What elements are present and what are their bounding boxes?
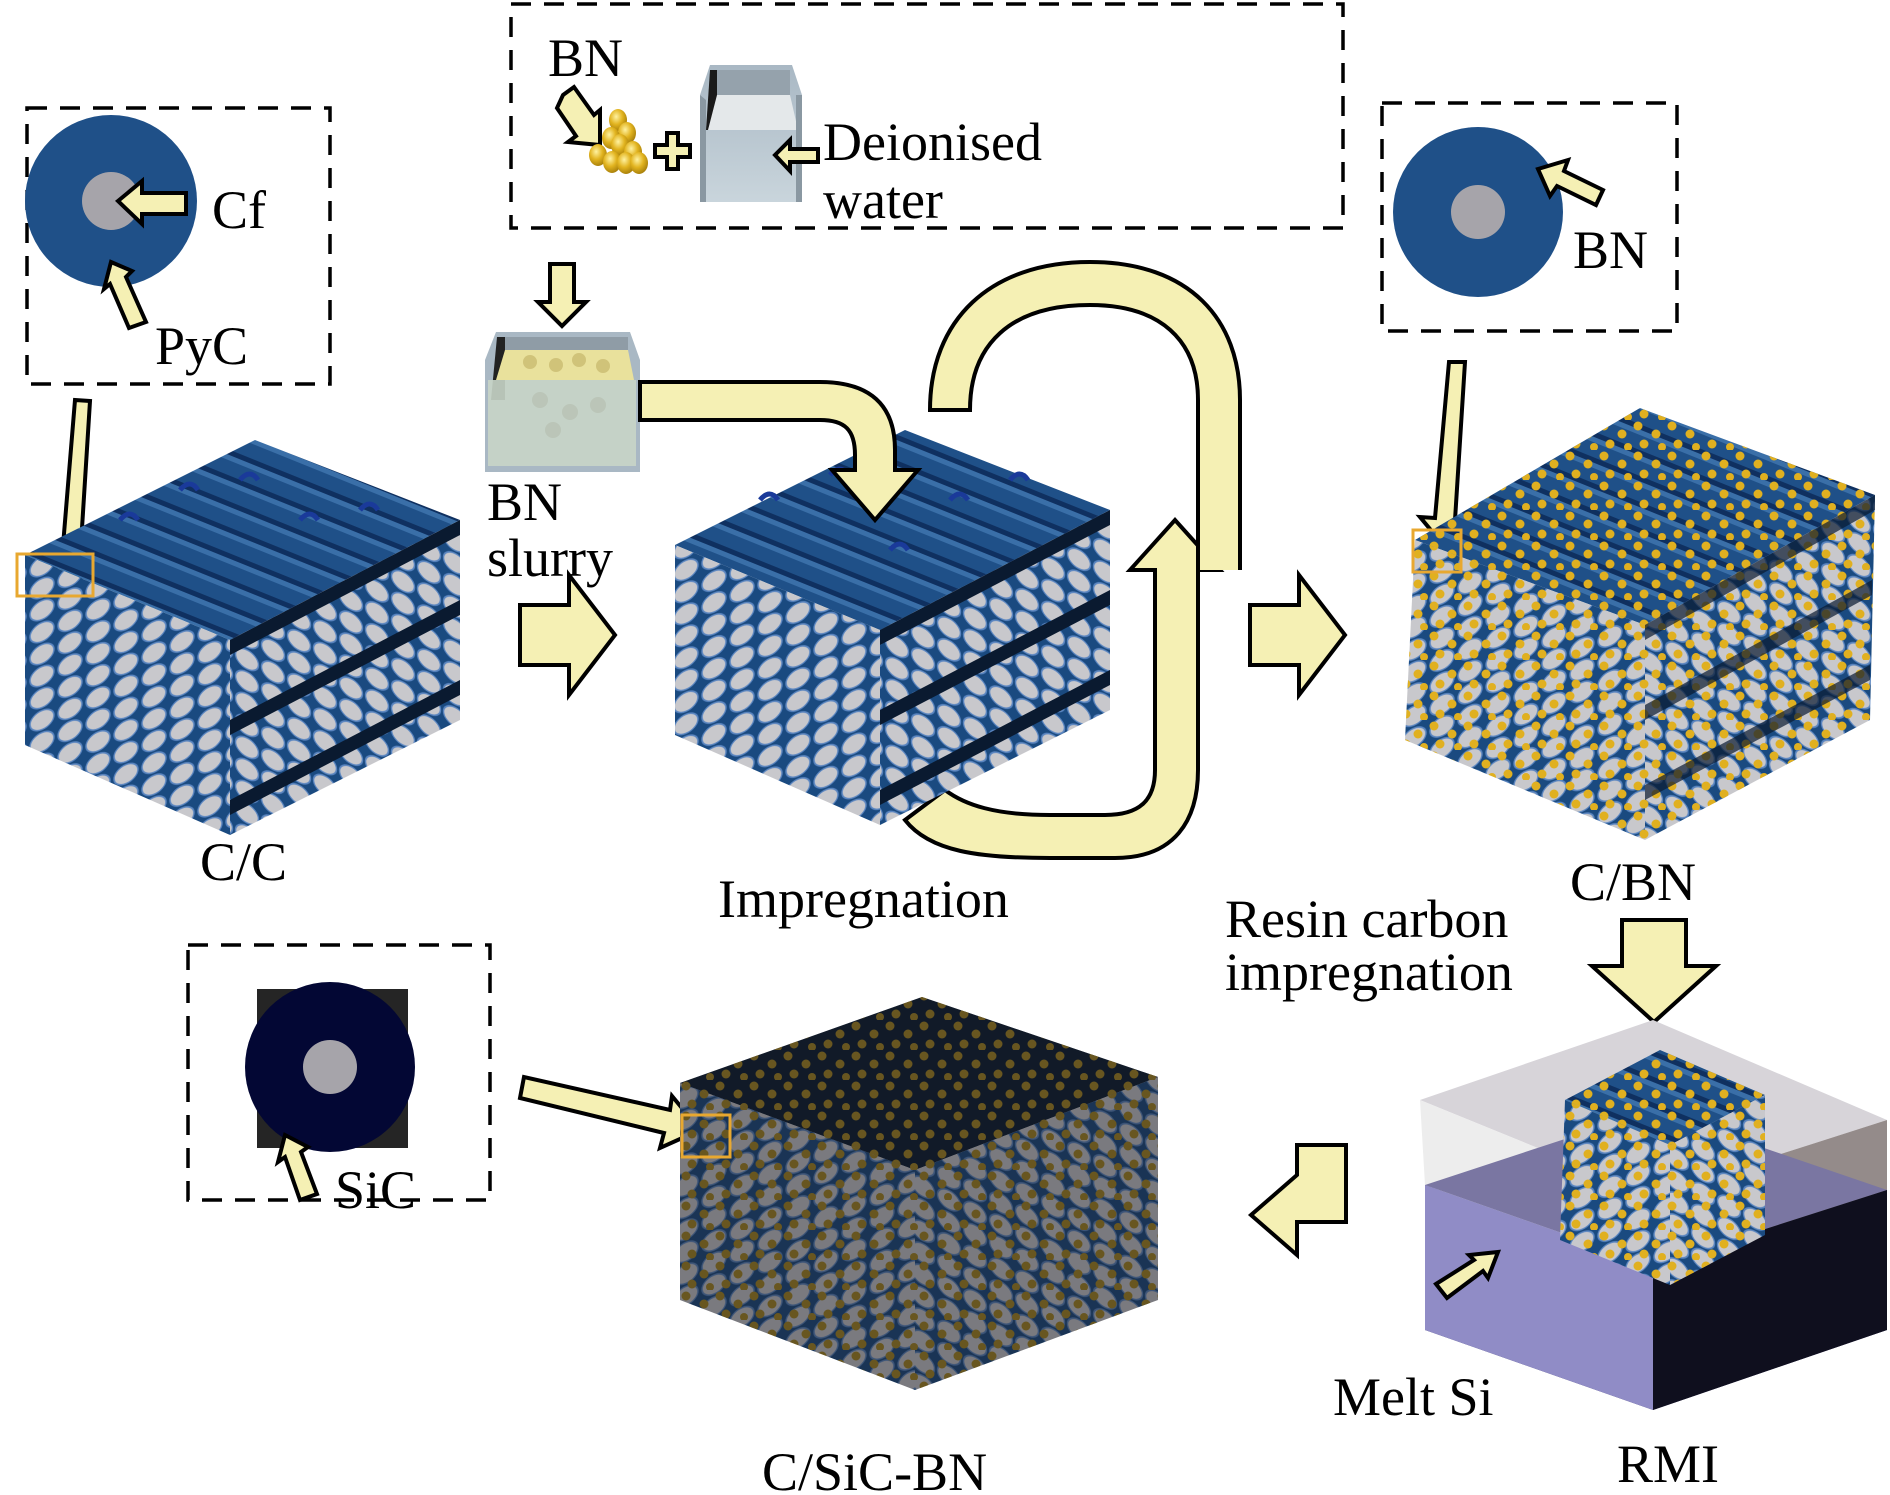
arrow-to-bn-powder-icon (554, 84, 602, 148)
arrow-slurry-to-impregnation-icon (638, 380, 923, 524)
arrow-down-to-slurry-icon (533, 262, 591, 329)
arrow-to-water-icon (772, 135, 820, 177)
bn-slurry-tank-icon (485, 332, 640, 472)
resin-label-line1: Resin carbon (1225, 889, 1508, 949)
bn-powder-pile-icon (589, 109, 648, 174)
cc-label: C/C (200, 832, 287, 892)
cbn-fiber-preform-icon (1405, 408, 1875, 840)
arrow-to-bn-coating-icon (1535, 156, 1606, 208)
cf-label: Cf (212, 180, 266, 240)
rmi-preform-icon (1560, 1050, 1765, 1285)
bn-slurry-label-line2: slurry (487, 528, 613, 588)
bn-slurry-label-line1: BN (487, 472, 562, 532)
final-selection-box (680, 1113, 732, 1159)
arrow-to-sic-coating-icon (274, 1132, 320, 1203)
bn-powder-label: BN (548, 28, 623, 88)
sic-label: SiC (335, 1160, 416, 1220)
bn-coating-label: BN (1573, 220, 1648, 280)
deionised-label: Deionised (823, 112, 1042, 172)
arrow-to-cf-icon (115, 176, 188, 229)
inset-cf-pyc: Cf PyC (25, 106, 332, 386)
final-label: C/SiC-BN (762, 1442, 987, 1495)
cc-selection-box (15, 552, 95, 598)
carbon-fiber-core (82, 172, 140, 230)
cc-fiber-preform-icon (25, 440, 460, 835)
carbon-fiber-core (1451, 185, 1505, 239)
arrow-rmi-to-final-icon (1247, 1143, 1348, 1260)
arrow-to-melt-si-icon (1433, 1249, 1502, 1301)
arrow-to-pyc-icon (100, 259, 149, 331)
impregnation-fiber-preform-icon (675, 430, 1110, 825)
cbn-selection-box (1411, 528, 1463, 574)
inset-bn-coating: BN (1380, 101, 1679, 333)
resin-label-line2: impregnation (1225, 942, 1513, 1002)
final-composite-icon (680, 997, 1158, 1390)
rmi-label: RMI (1617, 1434, 1719, 1494)
water-tank-icon (700, 65, 802, 202)
dashed-border (186, 943, 492, 1202)
inset-sic-coating: SiC (186, 943, 492, 1220)
carbon-fiber-core (303, 1040, 357, 1094)
dashed-border (25, 106, 332, 386)
cbn-label: C/BN (1570, 852, 1696, 912)
melt-si-label: Melt Si (1333, 1367, 1494, 1427)
dashed-border (509, 2, 1345, 230)
water-label: water (823, 170, 943, 230)
impregnation-label: Impregnation (718, 869, 1009, 929)
arrow-inset-to-final-icon (517, 1074, 704, 1152)
dashed-border (1380, 101, 1679, 333)
arrow-cc-to-impregnation-icon (518, 569, 618, 701)
plus-icon (653, 131, 692, 171)
inset-slurry-prep: BN Deionised water (509, 2, 1345, 230)
pyc-label: PyC (155, 316, 248, 376)
arrow-impregnation-to-cbn-icon (1248, 569, 1348, 701)
arrow-cbn-to-rmi-icon (1586, 918, 1722, 1025)
impregnation-loop-top-arrow-icon (927, 259, 1242, 570)
melt-si-pool (1425, 1185, 1653, 1410)
